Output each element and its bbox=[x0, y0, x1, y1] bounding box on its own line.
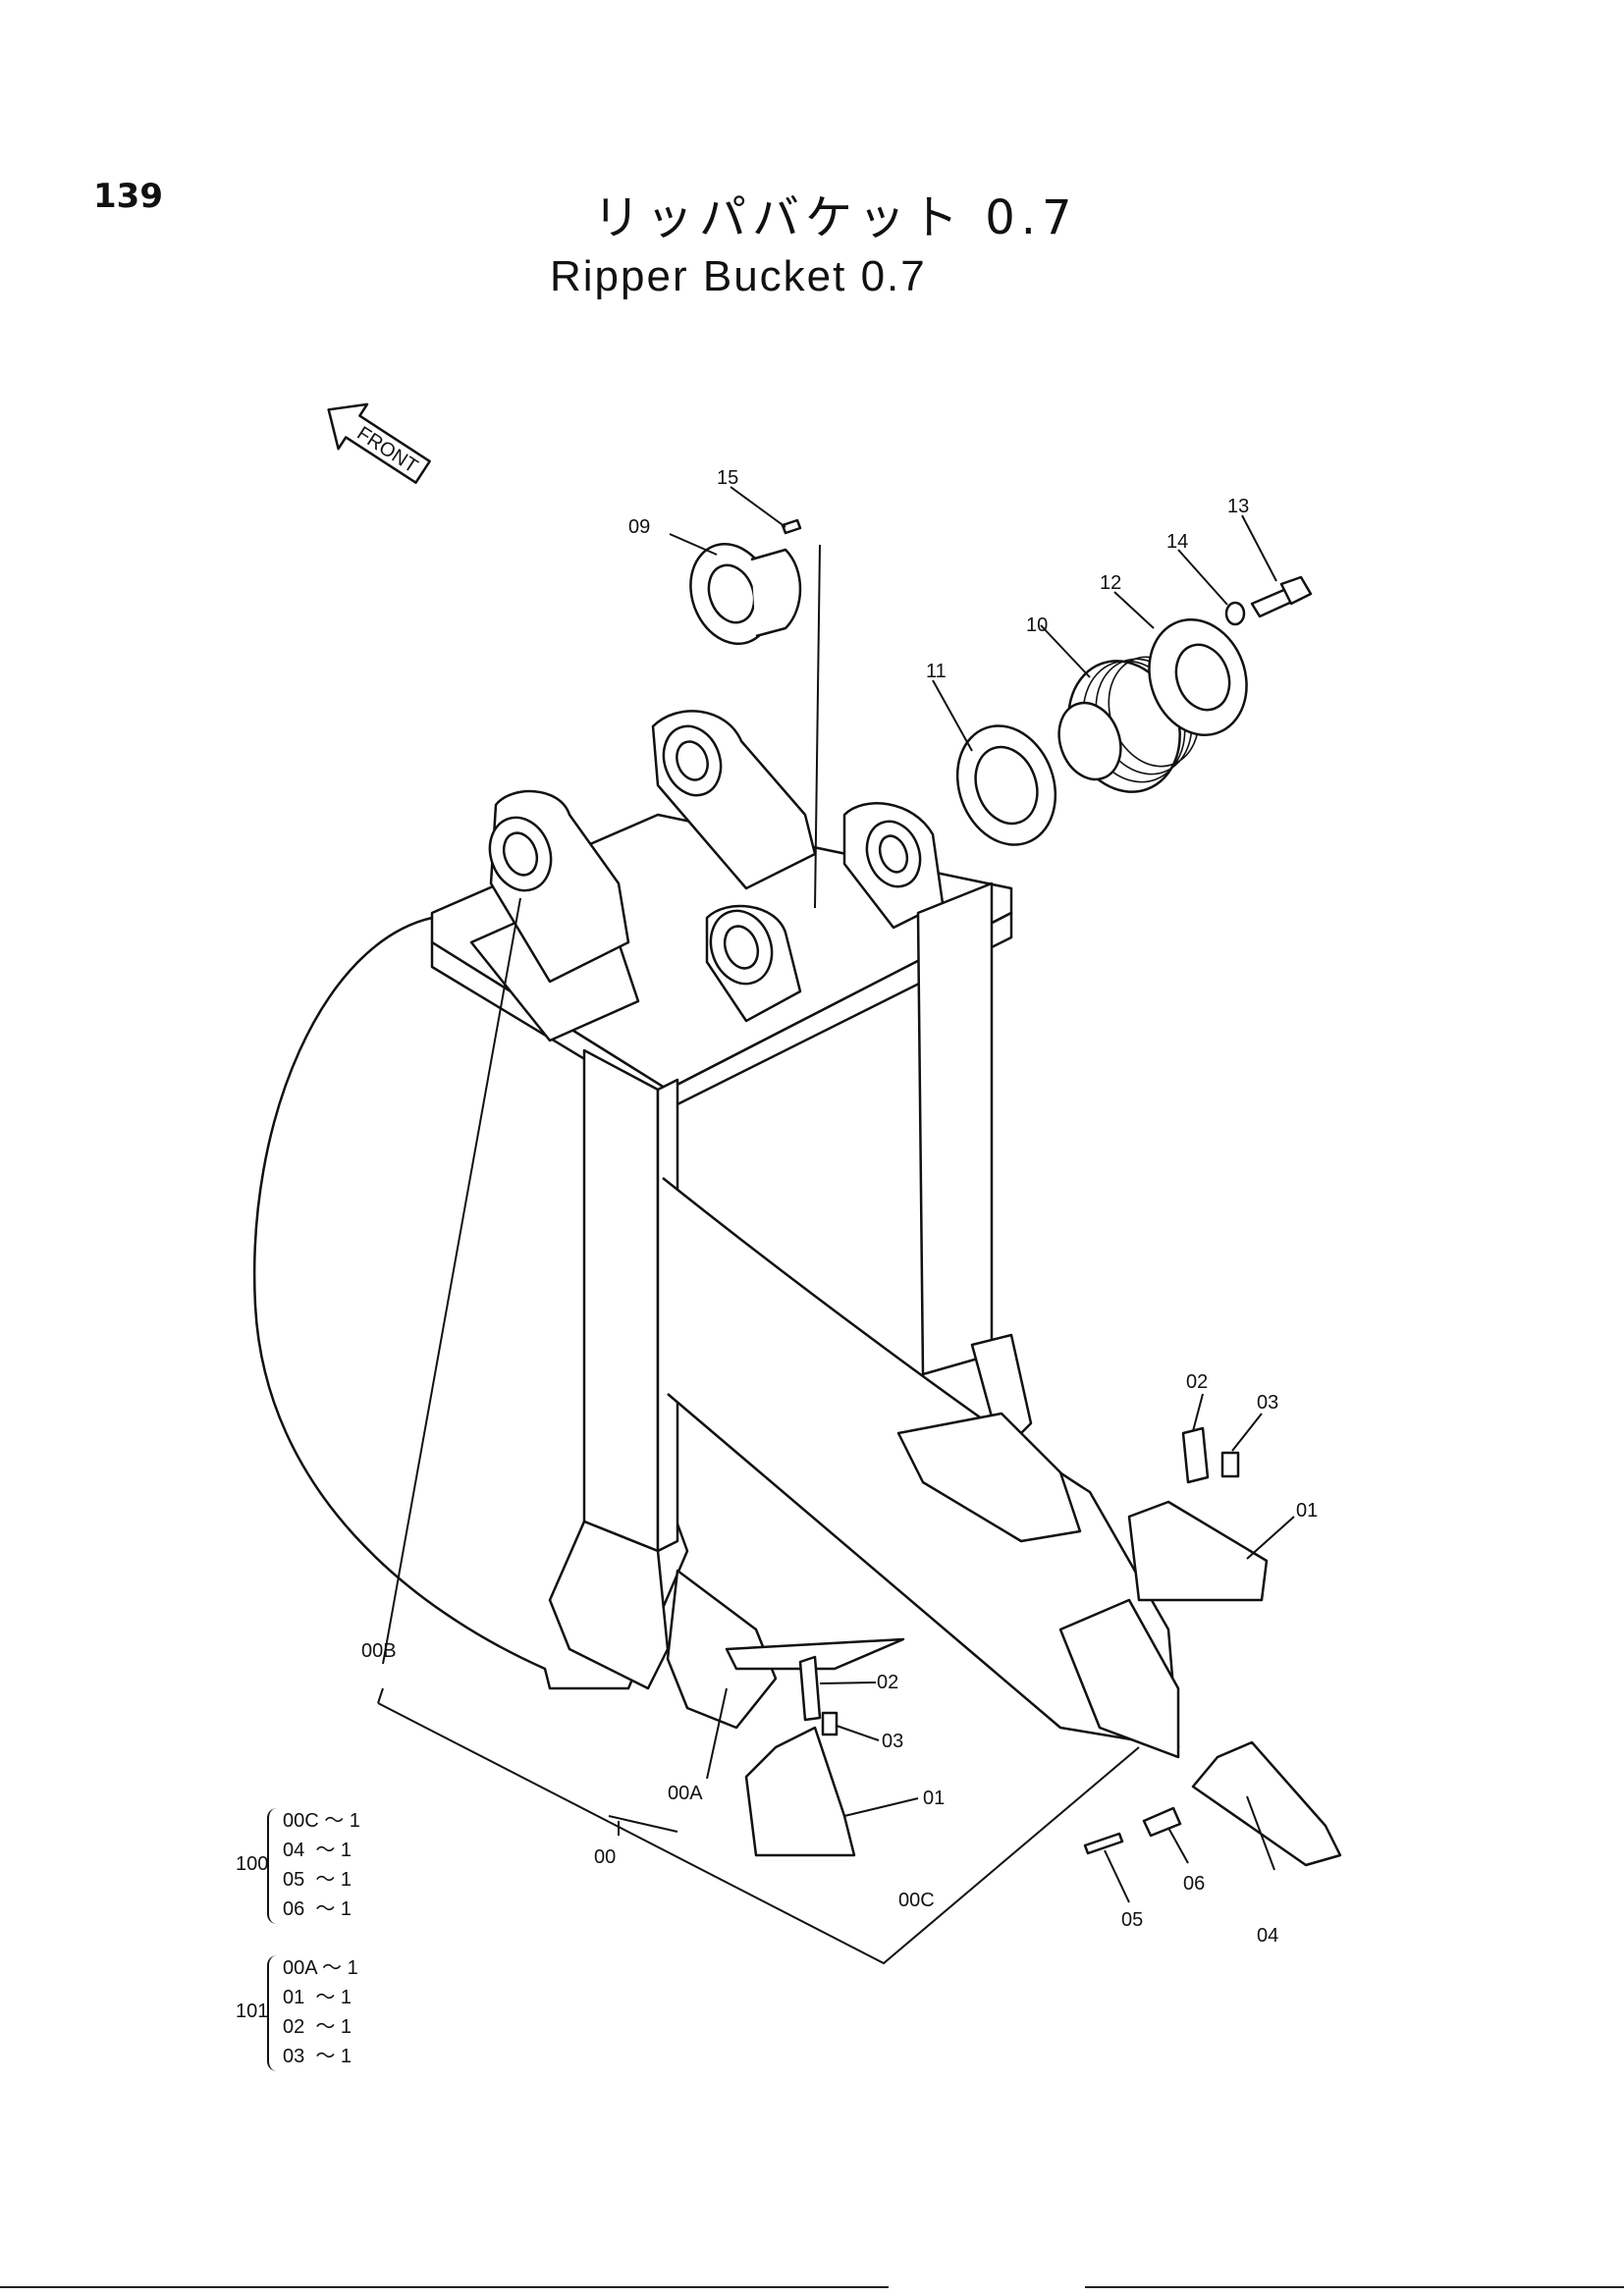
group-item: 04 ～ 1 bbox=[283, 1840, 352, 1861]
callout-01-left: 01 bbox=[923, 1788, 945, 1809]
callout-10: 10 bbox=[1026, 614, 1048, 636]
callout-04: 04 bbox=[1257, 1925, 1278, 1947]
group-items: 00A ～ 1 01 ～ 1 02 ～ 1 03 ～ 1 bbox=[283, 1953, 358, 2071]
front-arrow-icon: FRONT bbox=[327, 402, 431, 484]
group-brace bbox=[267, 1955, 279, 2071]
part-09-cap bbox=[689, 543, 802, 645]
group-item: 00C ～ 1 bbox=[283, 1810, 360, 1832]
group-id: 101 bbox=[236, 2001, 269, 2022]
assembly-group-100: 100 00C ～ 1 04 ～ 1 05 ～ 1 06 ～ 1 bbox=[236, 1806, 432, 1929]
callout-11: 11 bbox=[926, 661, 947, 682]
group-item: 03 ～ 1 bbox=[283, 2046, 352, 2067]
part-14-washer bbox=[1224, 601, 1246, 626]
callout-09: 09 bbox=[628, 516, 650, 538]
left-shank bbox=[548, 1048, 905, 1730]
callout-12: 12 bbox=[1100, 572, 1121, 594]
footer-rule-left bbox=[0, 2286, 889, 2288]
part-15-pin bbox=[781, 518, 802, 535]
group-items: 00C ～ 1 04 ～ 1 05 ～ 1 06 ～ 1 bbox=[283, 1806, 360, 1924]
callout-13: 13 bbox=[1227, 496, 1249, 517]
callout-labels: 15 09 13 14 12 10 11 02 03 01 00B 02 03 … bbox=[361, 467, 1318, 1947]
callout-00C: 00C bbox=[898, 1890, 935, 1911]
part-13-bolt bbox=[1250, 575, 1313, 618]
callout-02-left: 02 bbox=[877, 1672, 898, 1693]
callout-00: 00 bbox=[594, 1846, 616, 1868]
group-item: 05 ～ 1 bbox=[283, 1869, 352, 1891]
footer-rule-right bbox=[1085, 2286, 1624, 2288]
group-item: 00A ～ 1 bbox=[283, 1957, 358, 1979]
group-item: 06 ～ 1 bbox=[283, 1898, 352, 1920]
callout-02-right: 02 bbox=[1186, 1371, 1208, 1393]
callout-03-left: 03 bbox=[882, 1731, 903, 1752]
ripper-shank bbox=[662, 1177, 1180, 1759]
callout-01-right: 01 bbox=[1296, 1500, 1318, 1522]
group-brace bbox=[267, 1808, 279, 1924]
callout-00B: 00B bbox=[361, 1640, 397, 1662]
part-11-ring bbox=[955, 724, 1057, 846]
title-english: Ripper Bucket 0.7 bbox=[550, 252, 927, 300]
callout-14: 14 bbox=[1166, 531, 1188, 553]
tip-tooth-parts bbox=[1083, 1740, 1342, 1867]
part-12-plate bbox=[1148, 618, 1248, 736]
callout-03-right: 03 bbox=[1257, 1392, 1278, 1414]
right-shank bbox=[916, 881, 1033, 1455]
group-id: 100 bbox=[236, 1853, 269, 1875]
callout-00A: 00A bbox=[668, 1783, 703, 1804]
page-number: 139 bbox=[93, 177, 163, 216]
right-tooth-parts bbox=[1127, 1426, 1269, 1602]
callout-15: 15 bbox=[717, 467, 738, 489]
assembly-group-101: 101 00A ～ 1 01 ～ 1 02 ～ 1 03 ～ 1 bbox=[236, 1953, 432, 2076]
group-item: 02 ～ 1 bbox=[283, 2016, 352, 2038]
group-item: 01 ～ 1 bbox=[283, 1987, 352, 2008]
leader-lines bbox=[377, 486, 1295, 1965]
title-block: リッパバケット 0.7 Ripper Bucket 0.7 bbox=[550, 188, 1100, 306]
left-tooth-parts bbox=[744, 1655, 856, 1857]
callout-05: 05 bbox=[1121, 1909, 1143, 1931]
callout-06: 06 bbox=[1183, 1873, 1205, 1895]
bosses bbox=[488, 724, 922, 986]
title-japanese: リッパバケット 0.7 bbox=[593, 190, 1078, 245]
